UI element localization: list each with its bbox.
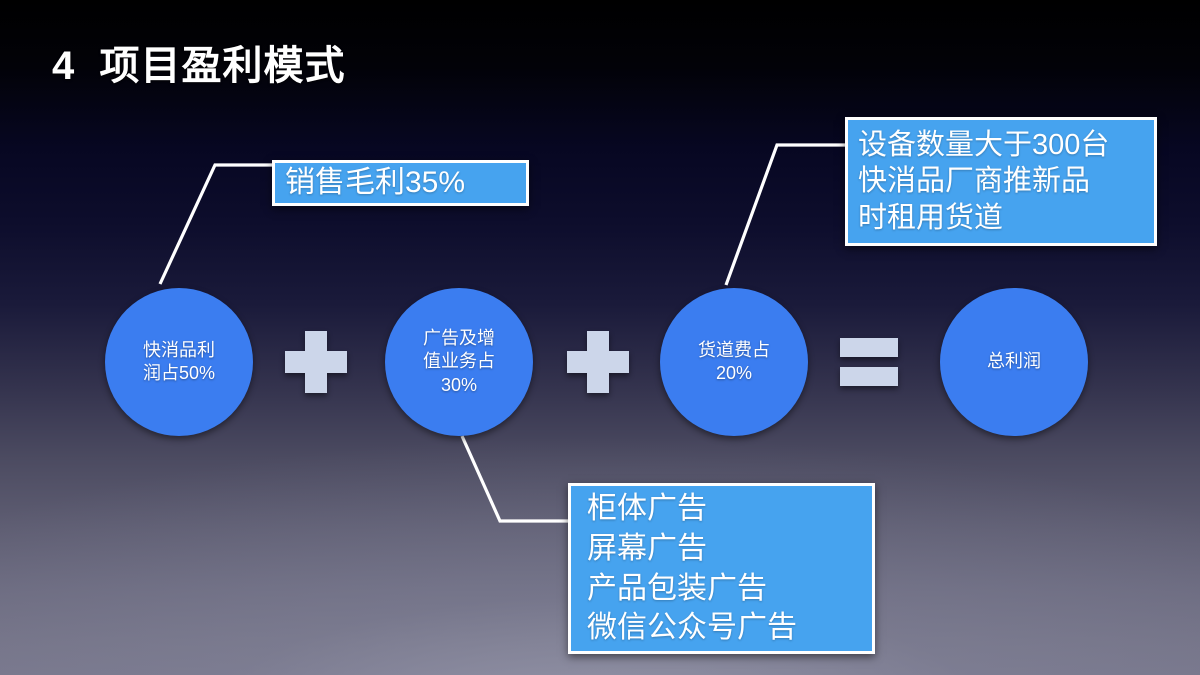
callout-slot-rental[interactable]: 设备数量大于300台 快消品厂商推新品 时租用货道 (845, 117, 1157, 246)
equals-bar-top (840, 338, 898, 357)
callout-gross-margin[interactable]: 销售毛利35% (272, 160, 529, 206)
node-slot-fee-label: 货道费占 20% (698, 339, 770, 383)
callout-ad-channels-line-2: 屏幕广告 (587, 531, 707, 565)
plus-operator-icon-1 (285, 331, 347, 393)
node-ads-value-added[interactable]: 广告及增 值业务占 30% (385, 288, 533, 436)
leader-line-gross-margin (158, 163, 272, 285)
callout-slot-rental-line-1: 设备数量大于300台 (858, 128, 1110, 161)
callout-ad-channels-line-1: 柜体广告 (587, 491, 707, 525)
node-slot-fee[interactable]: 货道费占 20% (660, 288, 808, 436)
node-ads-value-added-label: 广告及增 值业务占 30% (423, 328, 495, 395)
leader-line-ad-channels (460, 435, 568, 523)
equals-operator-icon (840, 338, 898, 386)
callout-slot-rental-line-2: 快消品厂商推新品 (858, 165, 1091, 198)
node-total-profit-label: 总利润 (987, 351, 1041, 372)
node-total-profit[interactable]: 总利润 (940, 288, 1088, 436)
callout-gross-margin-line-1: 销售毛利35% (285, 166, 466, 200)
plus-bar-vertical (587, 331, 609, 393)
plus-operator-icon-2 (567, 331, 629, 393)
page-title: 4 项目盈利模式 (52, 44, 346, 88)
plus-bar-vertical (305, 331, 327, 393)
callout-ad-channels[interactable]: 柜体广告 屏幕广告 产品包装广告 微信公众号广告 (568, 483, 875, 654)
leader-line-slot-rental (724, 143, 845, 286)
node-fmcg-profit[interactable]: 快消品利 润占50% (105, 288, 253, 436)
node-fmcg-profit-label: 快消品利 润占50% (142, 339, 216, 383)
callout-ad-channels-line-3: 产品包装广告 (587, 571, 767, 605)
equals-bar-bottom (840, 367, 898, 386)
callout-ad-channels-line-4: 微信公众号广告 (587, 611, 797, 645)
callout-slot-rental-line-3: 时租用货道 (858, 201, 1004, 234)
